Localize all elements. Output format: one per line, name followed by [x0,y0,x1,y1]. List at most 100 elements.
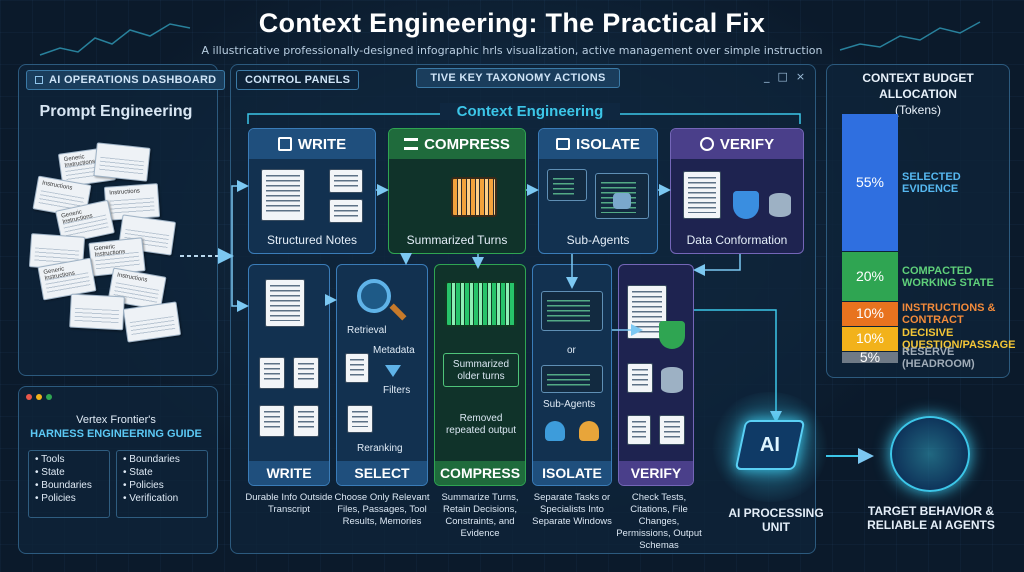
terminal-icon [541,291,603,331]
budget-label: DECISIVE QUESTION/PASSAGE [902,327,1016,351]
people-icon [579,421,599,441]
budget-title: CONTEXT BUDGET ALLOCATION (Tokens) [830,70,1006,118]
prompt-engineering-heading: Prompt Engineering [39,103,193,120]
budget-label: INSTRUCTIONS & CONTRACT [902,302,996,326]
top-isolate-card: ISOLATE Sub-Agents [538,128,658,254]
select-column-label: SELECT [337,461,427,485]
window-stack-icon [547,169,587,201]
notebook-icon [265,279,305,327]
budget-label: COMPACTED WORKING STATE [902,264,994,289]
top-isolate-caption: Sub-Agents [566,233,630,247]
guide-item: • Tools [35,454,65,465]
robot-icon [613,193,631,209]
accordion-icon [445,281,517,327]
compress-column-label: COMPRESS [435,461,525,485]
budget-segment [842,351,898,363]
guide-item: • Boundaries [123,454,180,465]
top-compress-header: COMPRESS [389,129,525,159]
guide-item: • Boundaries [35,480,92,491]
summarized-box [443,353,519,387]
select-description: Choose Only Relevant Files, Passages, To… [334,492,430,527]
shield-icon [733,191,759,219]
files-icon [345,353,369,383]
budget-segment [842,114,898,251]
minimize-button[interactable]: _ [764,70,770,83]
maximize-button[interactable]: □ [777,70,788,83]
budget-segment [842,301,898,326]
database-icon [769,193,791,217]
top-compress-caption: Summarized Turns [406,233,508,247]
budget-label: SELECTED EVIDENCE [902,170,961,195]
ai-chip-label: AI [760,433,780,456]
budget-segment [842,326,898,351]
budget-title-text: CONTEXT BUDGET ALLOCATION [862,71,974,101]
top-verify-card: VERIFY Data Conformation [670,128,804,254]
people-icon [545,421,565,441]
guide-item: • Policies [35,493,76,504]
filter-icon [385,365,401,377]
page-title: Context Engineering: The Practical Fix [258,8,766,38]
chart-doc-icon [659,415,685,445]
isolate-description: Separate Tasks or Specialists Into Separ… [532,492,612,527]
top-write-header: WRITE [249,129,375,159]
subagents-label: Sub-Agents [543,399,596,410]
window-dots [26,394,52,400]
guide-list-left: • Tools • State • Boundaries • Policies [28,450,110,518]
write-description: Durable Info Outside Transcript [245,492,333,515]
pencil-icon [277,137,292,151]
notes-icon [261,169,305,221]
filters-label: Filters [383,385,411,396]
top-compress-title: COMPRESS [424,135,510,153]
taxonomy-tag: TIVE KEY TAXONOMY ACTIONS [416,68,620,88]
budget-percent: 5% [859,348,881,365]
magnifier-icon [357,279,391,313]
accordion-icon [451,177,497,217]
top-write-title: WRITE [297,135,347,153]
guide-title-line2: HARNESS ENGINEERING GUIDE [30,428,202,440]
verify-column-label: VERIFY [619,461,693,485]
compress-description: Summarize Turns, Retain Decisions, Const… [441,492,519,539]
top-verify-caption: Data Conformation [686,233,788,247]
window-controls: _ □ × [764,70,805,83]
top-write-card: WRITE Structured Notes [248,128,376,254]
isolate-column: or Sub-Agents ISOLATE [532,264,612,486]
close-button[interactable]: × [795,70,806,83]
window-icon [556,138,571,150]
select-column: Retrieval Metadata Filters Reranking SEL… [336,264,428,486]
top-compress-card: COMPRESS Summarized Turns [388,128,526,254]
budget-unit: (Tokens) [894,103,941,117]
isolate-column-label: ISOLATE [533,461,611,485]
ai-unit-caption: AI PROCESSING UNIT [728,506,824,534]
dashboard-tag-label: AI OPERATIONS DASHBOARD [49,74,217,86]
harness-guide-panel [18,386,218,554]
write-column: WRITE [248,264,330,486]
target-caption: TARGET BEHAVIOR & RELIABLE AI AGENTS [867,504,995,532]
guide-item: • Verification [123,493,179,504]
budget-percent: 10% [855,330,885,346]
page-subtitle: A illustricative professionally-designed… [201,44,823,57]
stack-icon [404,138,419,150]
guide-item: • State [35,467,65,478]
document-check-icon [627,363,653,393]
compress-column: Summarized older turns Removed repeated … [434,264,526,486]
terminal-icon [541,365,603,393]
database-icon [661,367,683,393]
verify-description: Check Tests, Citations, File Changes, Pe… [616,492,702,551]
top-verify-title: VERIFY [719,135,775,153]
context-engineering-label: Context Engineering [440,103,620,120]
brain-icon [890,416,970,492]
budget-percent: 20% [855,267,885,284]
budget-segment [842,251,898,301]
retrieval-label: Retrieval [347,325,387,336]
budget-label: RESERVE (HEADROOM) [902,345,975,370]
shield-check-icon [659,321,685,349]
guide-list-right: • Boundaries • State • Policies • Verifi… [116,450,208,518]
metadata-label: Metadata [373,345,415,356]
budget-percent: 55% [855,173,885,190]
notes-icon [329,169,363,193]
document-icon [259,405,285,437]
write-column-label: WRITE [249,461,329,485]
top-isolate-header: ISOLATE [539,129,657,159]
